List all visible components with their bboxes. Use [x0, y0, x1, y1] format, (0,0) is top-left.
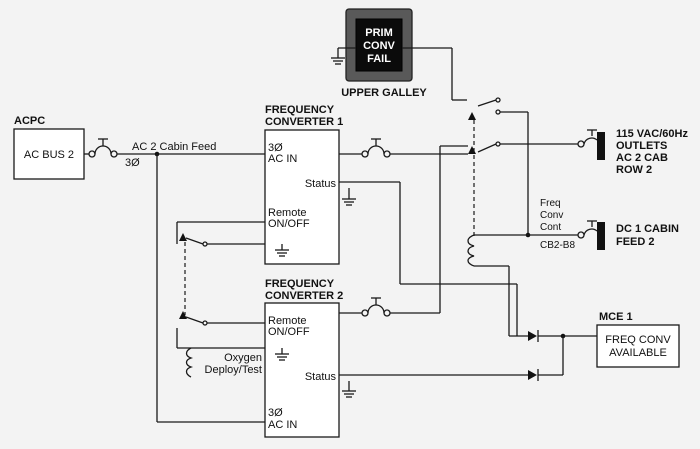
fc1-output-circuit-breaker: [361, 138, 391, 158]
fc2-status: Status: [305, 371, 337, 383]
ac-bus-2-label: AC BUS 2: [24, 149, 74, 161]
fc1-title-line2: CONVERTER 1: [265, 116, 343, 128]
cb-label-line2: Conv: [540, 210, 563, 221]
fc2-remote-line1: Remote: [268, 315, 307, 327]
dc-circuit-breaker: [577, 220, 598, 239]
cb-id: CB2-B8: [540, 240, 575, 251]
feed-phase: 3Ø: [125, 157, 140, 169]
fc2-title-line1: FREQUENCY: [265, 278, 335, 290]
outlets-line1: 115 VAC/60Hz: [616, 128, 688, 140]
outlets-line3: AC 2 CAB: [616, 152, 668, 164]
fc1-remote-line2: ON/OFF: [268, 218, 310, 230]
fc2-remote-line2: ON/OFF: [268, 326, 310, 338]
prim-light-text-2: CONV: [363, 40, 395, 52]
fc2-remote-ground-symbol: [275, 348, 289, 361]
fc1-status: Status: [305, 178, 337, 190]
ac-bus-circuit-breaker: [84, 138, 118, 158]
fc1-status-diode: [528, 330, 539, 342]
fc2-ground-symbol: [342, 381, 356, 398]
fc2-status-diode: [528, 369, 539, 381]
acpc-title: ACPC: [14, 115, 45, 127]
upper-relay-switch: [468, 97, 501, 120]
fc2-acin: AC IN: [268, 419, 297, 431]
feed-label: AC 2 Cabin Feed: [132, 141, 216, 153]
fc2-title-line2: CONVERTER 2: [265, 290, 343, 302]
freq-conv-cont-coil: [467, 234, 475, 267]
fc1-acin: AC IN: [268, 153, 297, 165]
galley-ground-symbol: [331, 48, 345, 65]
fc1-remote-relay-switch: [179, 233, 265, 247]
oxygen-label-line2: Deploy/Test: [205, 364, 262, 376]
prim-light-text-3: FAIL: [367, 53, 391, 65]
outlets-circuit-breaker: [577, 129, 598, 148]
fc1-remote-line1: Remote: [268, 207, 307, 219]
prim-conv-fail-light: [355, 18, 403, 72]
frequency-converter-2-box: [264, 302, 340, 438]
frequency-converter-1-box: [264, 129, 340, 265]
fc1-acin-phase: 3Ø: [268, 142, 283, 154]
mce-line1: FREQ CONV: [605, 334, 671, 346]
prim-light-text-1: PRIM: [365, 27, 393, 39]
outlets-connector: [597, 132, 605, 160]
ac-bus-2-box: [13, 128, 85, 180]
fc1-title-line1: FREQUENCY: [265, 104, 335, 116]
fc1-ground-symbol: [342, 188, 356, 206]
lower-relay-switch: [468, 141, 501, 154]
dc-line1: DC 1 CABIN: [616, 223, 679, 235]
outlets-line4: ROW 2: [616, 164, 652, 176]
fc2-remote-relay-switch: [179, 311, 265, 326]
fc1-remote-ground-symbol: [275, 244, 289, 257]
outlets-line2: OUTLETS: [616, 140, 667, 152]
oxygen-deploy-coil: [185, 347, 194, 378]
fc2-output-circuit-breaker: [361, 297, 391, 317]
dc-line2: FEED 2: [616, 236, 655, 248]
mce-line2: AVAILABLE: [609, 347, 667, 359]
dc-connector: [597, 222, 605, 250]
fc2-acin-phase: 3Ø: [268, 407, 283, 419]
upper-galley-label: UPPER GALLEY: [341, 87, 427, 99]
mce-1-box: [596, 324, 680, 368]
mce-title: MCE 1: [599, 311, 633, 323]
oxygen-label-line1: Oxygen: [224, 352, 262, 364]
cb-label-line1: Freq: [540, 198, 561, 209]
cb-label-line3: Cont: [540, 222, 561, 233]
